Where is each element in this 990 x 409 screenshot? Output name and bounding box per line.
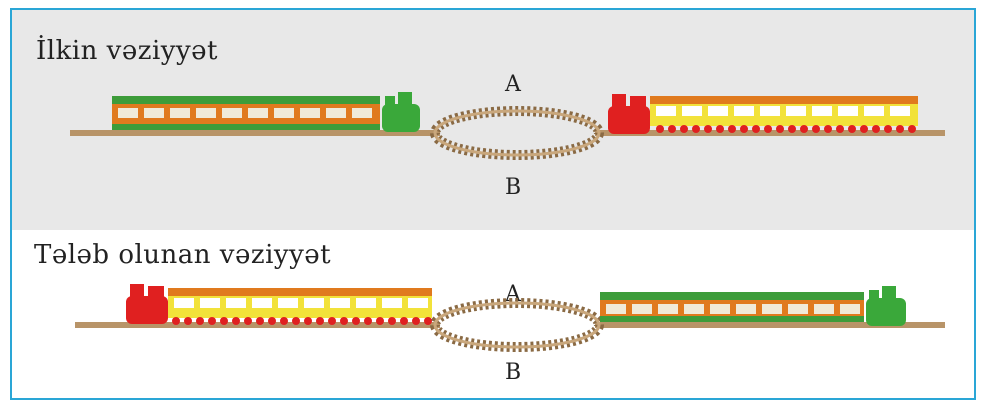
initial-state-title: İlkin vəziyyət [36,36,218,66]
required-state-title: Tələb olunan vəziyyət [34,240,332,270]
initial-track-loop [430,106,604,160]
initial-label-b: B [505,175,522,200]
required-label-b: B [505,360,522,385]
required-track-loop [430,298,604,352]
initial-label-a: A [505,72,521,97]
initial-green-train [112,92,420,132]
required-left-track [75,322,440,328]
required-red-engine [126,284,168,324]
initial-green-engine [382,92,420,132]
required-green-train [600,286,906,326]
required-scene [75,284,945,352]
initial-left-track [70,130,440,136]
initial-scene [70,92,945,160]
initial-red-engine [608,94,650,134]
required-green-engine [866,286,906,326]
required-right-track [595,322,945,328]
required-state-panel: Tələb olunan vəziyyət [10,230,976,400]
initial-red-train [608,94,918,134]
initial-right-track [595,130,945,136]
required-red-train [126,284,432,325]
